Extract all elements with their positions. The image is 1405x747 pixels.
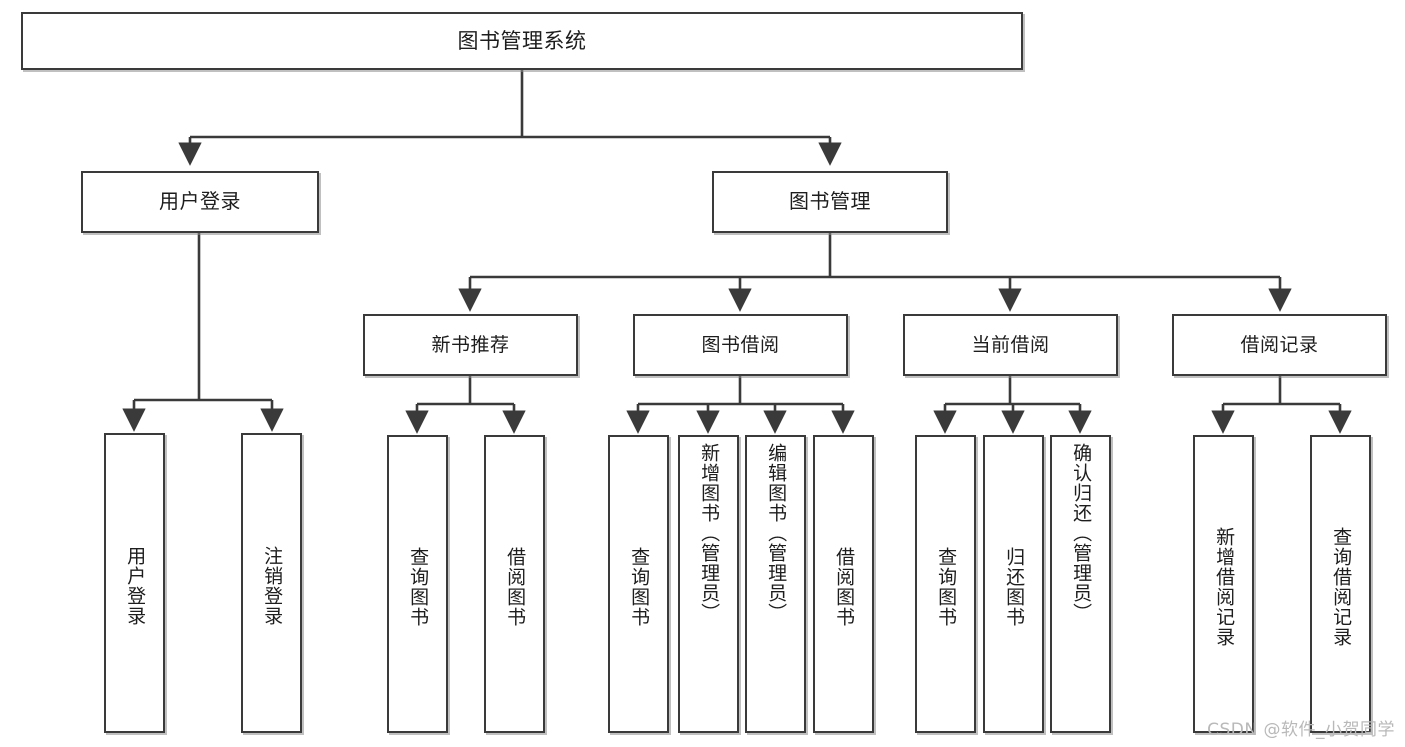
leaf-query-borrow-record-label: 查询借阅记录 (1330, 527, 1353, 647)
leaf-edit-book-admin[interactable]: 编辑图书（管理员） (745, 435, 806, 733)
leaf-user-login-label: 用户登录 (124, 546, 147, 626)
leaf-borrow-book[interactable]: 借阅图书 (813, 435, 874, 733)
leaf-query-borrow-record[interactable]: 查询借阅记录 (1310, 435, 1371, 733)
leaf-logout-label: 注销登录 (261, 546, 284, 626)
leaf-borrow-book-new[interactable]: 借阅图书 (484, 435, 545, 733)
node-new-book-recommend-label: 新书推荐 (431, 333, 510, 356)
node-book-management-label: 图书管理 (789, 189, 871, 214)
node-current-borrow[interactable]: 当前借阅 (903, 314, 1118, 376)
leaf-borrow-book-label: 借阅图书 (833, 547, 856, 627)
leaf-query-book-borrow[interactable]: 查询图书 (608, 435, 669, 733)
node-root-label: 图书管理系统 (457, 28, 587, 53)
watermark: CSDN @软件_小贺同学 (1207, 720, 1395, 740)
leaf-query-book-current-label: 查询图书 (935, 547, 958, 627)
node-current-borrow-label: 当前借阅 (971, 333, 1050, 356)
leaf-add-book-admin[interactable]: 新增图书（管理员） (678, 435, 739, 733)
leaf-borrow-book-new-label: 借阅图书 (504, 547, 527, 627)
leaf-logout[interactable]: 注销登录 (241, 433, 302, 733)
node-user-login-label: 用户登录 (159, 189, 241, 214)
leaf-query-book-new[interactable]: 查询图书 (387, 435, 448, 733)
leaf-query-book-borrow-label: 查询图书 (628, 547, 651, 627)
leaf-confirm-return-admin-label: 确认归还（管理员） (1070, 443, 1093, 623)
leaf-user-login[interactable]: 用户登录 (104, 433, 165, 733)
leaf-add-book-admin-label: 新增图书（管理员） (698, 443, 721, 623)
leaf-query-book-current[interactable]: 查询图书 (915, 435, 976, 733)
leaf-edit-book-admin-label: 编辑图书（管理员） (765, 443, 788, 623)
node-borrow-record-label: 借阅记录 (1240, 333, 1319, 356)
node-new-book-recommend[interactable]: 新书推荐 (363, 314, 578, 376)
leaf-add-borrow-record-label: 新增借阅记录 (1213, 527, 1236, 647)
node-book-management[interactable]: 图书管理 (712, 171, 948, 233)
leaf-query-book-new-label: 查询图书 (407, 547, 430, 627)
node-borrow-record[interactable]: 借阅记录 (1172, 314, 1387, 376)
leaf-add-borrow-record[interactable]: 新增借阅记录 (1193, 435, 1254, 733)
node-book-borrow[interactable]: 图书借阅 (633, 314, 848, 376)
leaf-confirm-return-admin[interactable]: 确认归还（管理员） (1050, 435, 1111, 733)
leaf-return-book-label: 归还图书 (1003, 547, 1026, 627)
node-book-borrow-label: 图书借阅 (701, 333, 780, 356)
leaf-return-book[interactable]: 归还图书 (983, 435, 1044, 733)
node-user-login[interactable]: 用户登录 (81, 171, 319, 233)
node-root[interactable]: 图书管理系统 (21, 12, 1023, 70)
